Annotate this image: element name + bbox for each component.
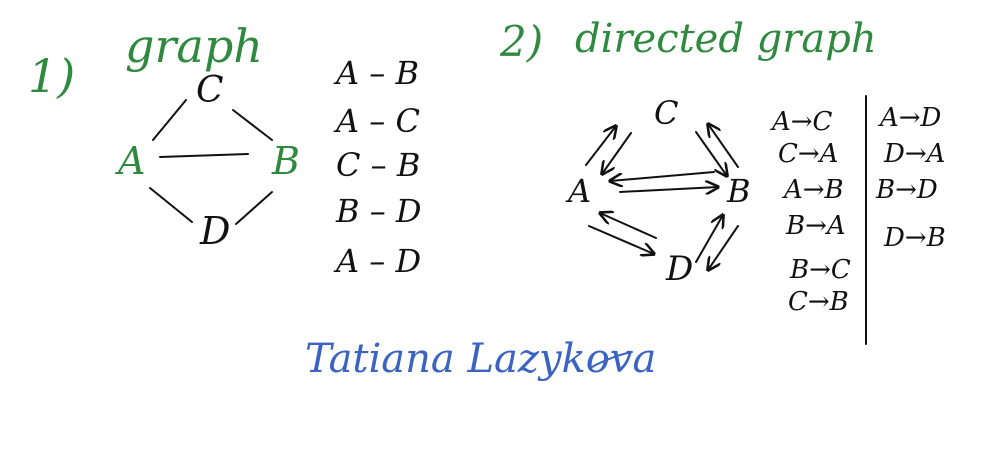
directed-edge-list-col1: A→C C→A A→B B→A B→C C→B bbox=[770, 107, 851, 317]
arrow-b-to-c bbox=[708, 124, 739, 168]
graph2-node-c: C bbox=[654, 94, 678, 132]
graph1-node-c: C bbox=[196, 70, 224, 111]
graph2-node-b: B bbox=[726, 172, 751, 210]
edge-a-d bbox=[149, 187, 193, 223]
directed-edge-item: C→A bbox=[778, 139, 838, 169]
arrow-c-to-a bbox=[602, 132, 632, 174]
arrow-b-to-a bbox=[610, 171, 715, 181]
arrow-a-to-c bbox=[585, 126, 616, 166]
section1-title: graph bbox=[125, 19, 263, 73]
directed-edge-item: A→C bbox=[770, 107, 833, 137]
graph2-node-d: D bbox=[665, 249, 693, 289]
edge-list-item: A – B bbox=[333, 54, 419, 92]
directed-edge-list-col2: A→D D→A B→D D→B bbox=[875, 103, 946, 253]
arrow-b-to-d bbox=[708, 225, 739, 270]
section2-title: directed graph bbox=[575, 16, 877, 62]
edge-c-b bbox=[232, 109, 273, 141]
arrow-a-to-b bbox=[619, 187, 718, 192]
edge-list: A – B A – C C – B B – D A – D bbox=[333, 54, 422, 280]
edge-list-item: B – D bbox=[335, 192, 422, 230]
directed-edge-item: C→B bbox=[788, 287, 849, 317]
undirected-graph bbox=[149, 99, 273, 225]
arrow-d-to-a bbox=[600, 213, 657, 239]
graph1-node-a: A bbox=[115, 139, 145, 183]
directed-edge-item: D→A bbox=[883, 139, 945, 169]
edge-list-item: A – D bbox=[333, 242, 421, 280]
directed-edge-item: D→B bbox=[883, 223, 946, 253]
arrow-c-to-b bbox=[695, 131, 727, 176]
arrow-a-to-d bbox=[588, 225, 654, 254]
directed-edge-item: B→A bbox=[785, 211, 846, 241]
section2-number: 2) bbox=[499, 17, 543, 66]
directed-edge-item: A→D bbox=[878, 103, 942, 133]
graph1-node-b: B bbox=[271, 139, 300, 183]
edge-b-d bbox=[235, 191, 273, 225]
directed-graph-arrows bbox=[585, 124, 739, 270]
graph1-node-d: D bbox=[199, 209, 230, 253]
directed-edge-item: B→D bbox=[875, 175, 938, 205]
directed-edge-item: B→C bbox=[789, 255, 851, 285]
graph2-node-a: A bbox=[565, 172, 591, 210]
edge-list-item: C – B bbox=[336, 146, 420, 184]
signature: Tatiana Lazykova bbox=[305, 336, 656, 382]
arrow-d-to-b bbox=[695, 215, 723, 263]
edge-a-b bbox=[159, 153, 249, 158]
section1-number: 1) bbox=[28, 49, 75, 103]
edge-a-c bbox=[152, 99, 187, 141]
signature-flourish bbox=[589, 351, 633, 369]
directed-edge-item: A→B bbox=[782, 175, 844, 205]
edge-list-item: A – C bbox=[333, 102, 420, 140]
